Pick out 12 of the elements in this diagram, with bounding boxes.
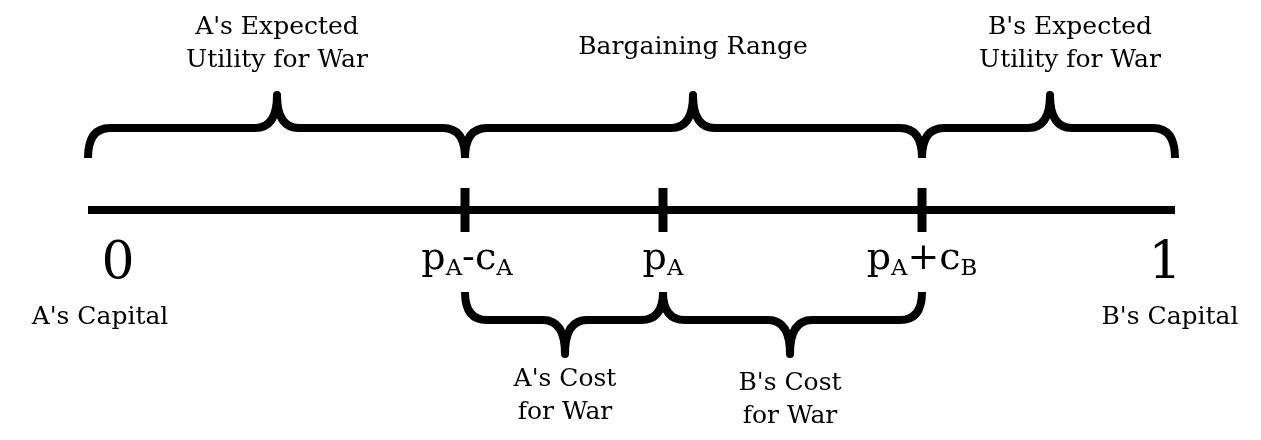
brace-label: B's Expected Utility for War	[978, 10, 1162, 75]
axis-value: p$_{A}$+c$_{B}$	[865, 236, 979, 278]
brace-label: A's Expected Utility for War	[185, 10, 369, 75]
brace-label: B's Cost for War	[737, 366, 843, 431]
axis-value: 0	[100, 232, 136, 290]
endpoint-label: B's Capital	[1100, 300, 1240, 332]
brace-label: Bargaining Range	[577, 30, 809, 62]
axis-value: p$_{A}$	[641, 236, 685, 278]
endpoint-label: A's Capital	[30, 300, 170, 332]
axis-value: 1	[1147, 232, 1183, 290]
axis-value: p$_{A}$-c$_{A}$	[420, 236, 514, 278]
brace-label: A's Cost for War	[512, 362, 618, 427]
